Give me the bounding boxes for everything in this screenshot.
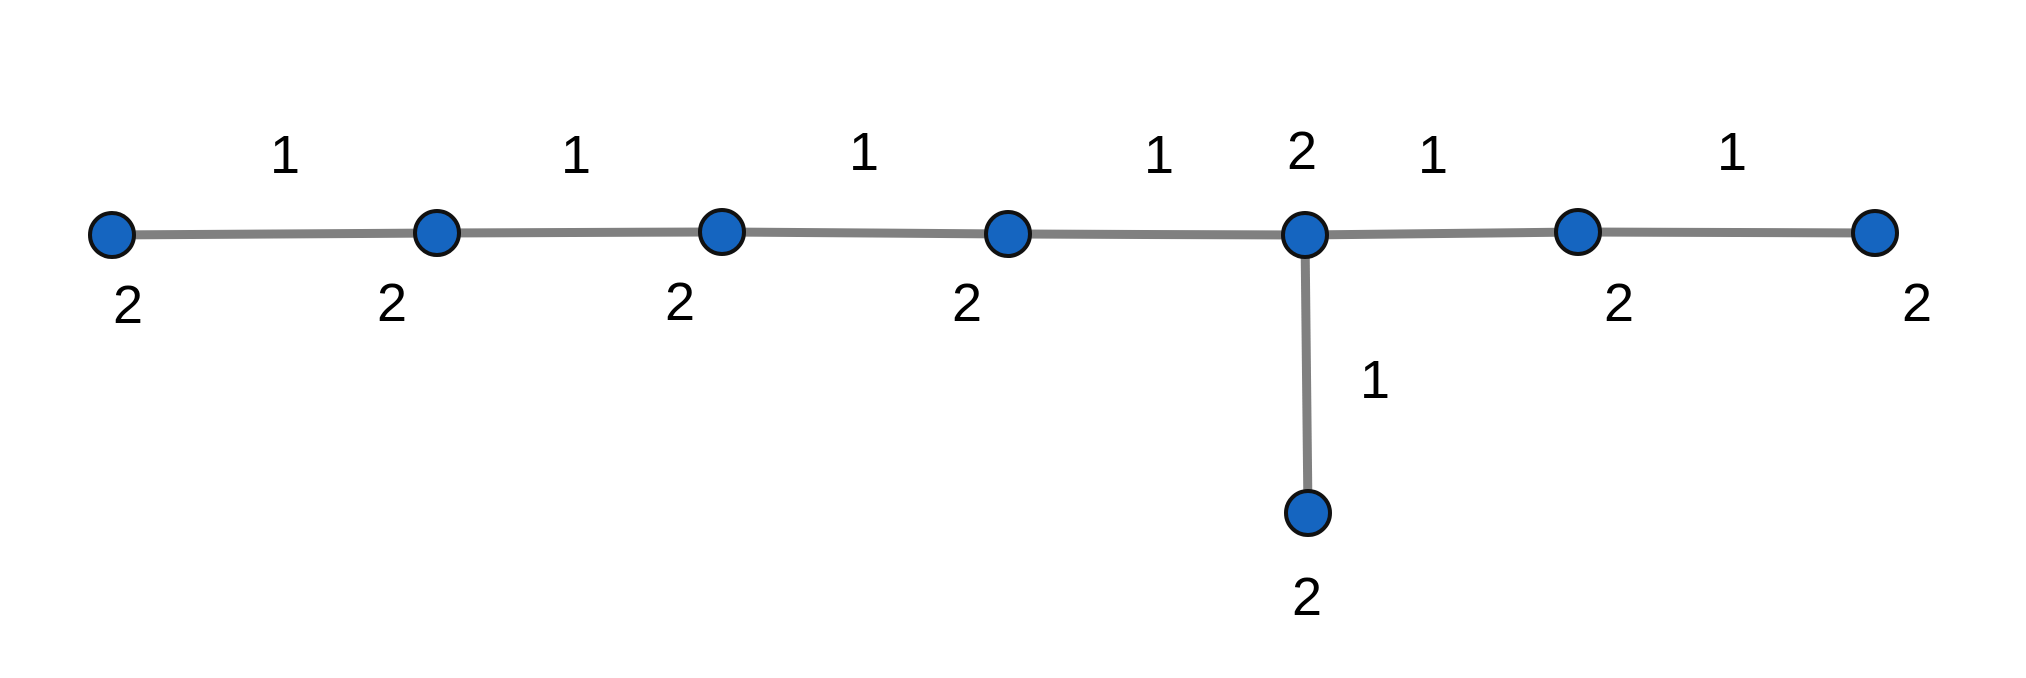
edge-weight-label: 1 [848,122,880,182]
graph-edge [1304,227,1579,240]
edge-weight-label: 1 [1359,350,1391,410]
graph-edge [436,227,723,238]
edges-group [111,227,1876,514]
graph-edge [111,228,438,240]
node-weight-label: 2 [951,273,983,333]
graph-node[interactable] [1284,489,1332,537]
node-weight-label: 2 [112,275,144,335]
node-weight-label: 2 [376,273,408,333]
nodes-group [88,208,1899,537]
node-weight-label: 2 [1603,273,1635,333]
graph-node[interactable] [1281,211,1329,259]
edge-weight-label: 1 [560,125,592,185]
node-weight-label: 2 [1286,121,1318,181]
graph-edge [721,227,1009,239]
edge-weight-label: 1 [269,125,301,185]
node-weight-label: 2 [1291,567,1323,627]
edge-weight-label: 1 [1417,125,1449,185]
graph-node[interactable] [698,208,746,256]
graph-node[interactable] [1554,208,1602,256]
graph-edge [1007,229,1306,240]
graph-node[interactable] [984,210,1032,258]
node-weight-label: 2 [664,272,696,332]
graph-node[interactable] [1851,209,1899,257]
graph-node[interactable] [88,211,136,259]
edge-weight-label: 1 [1716,122,1748,182]
node-weight-label: 2 [1901,273,1933,333]
edge-weight-label: 1 [1143,125,1175,185]
graph-edge [1300,234,1313,514]
graph-node[interactable] [413,209,461,257]
graph-edge [1577,227,1876,238]
